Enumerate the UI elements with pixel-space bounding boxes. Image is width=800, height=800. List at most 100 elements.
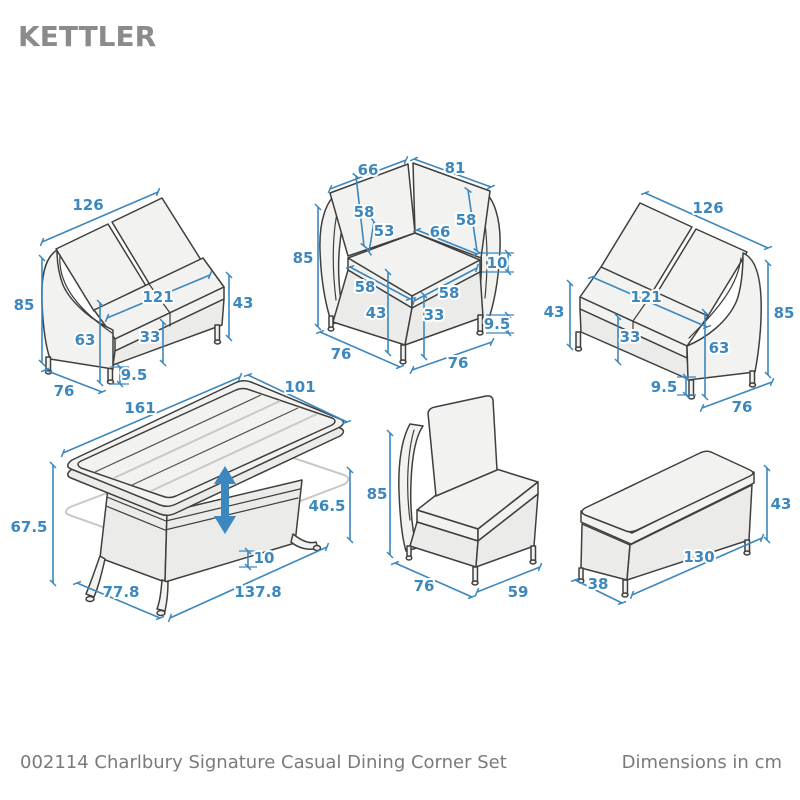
dimension-label: 58 <box>355 278 376 296</box>
height-adjust-arrow-icon <box>214 466 236 534</box>
dimension-label: 9.5 <box>651 378 678 396</box>
dimension-label: 66 <box>358 161 379 179</box>
dimension-label: 9.5 <box>484 315 511 333</box>
leg <box>688 379 695 397</box>
dimension-label: 58 <box>456 211 477 229</box>
dimension-label: 130 <box>683 548 714 566</box>
foot <box>621 592 629 598</box>
bench-drawing: 43 130 38 <box>570 450 793 606</box>
leg <box>622 579 629 595</box>
dimension-line <box>629 533 765 600</box>
leg <box>530 545 537 562</box>
dimension-line <box>464 186 481 255</box>
dimension-label: 38 <box>588 575 609 593</box>
caption-bar: 002114 Charlbury Signature Casual Dining… <box>0 752 800 773</box>
dimension-label: 101 <box>284 378 315 396</box>
dimension-line <box>640 190 773 251</box>
dimension-label: 126 <box>72 196 103 214</box>
leg <box>477 314 484 333</box>
dimension-label: 126 <box>692 199 723 217</box>
dimension-label: 121 <box>630 288 661 306</box>
left-sofa-drawing: 126 85 121 43 63 33 9.5 76 <box>12 187 255 402</box>
dimension-line <box>243 372 352 425</box>
foot <box>574 346 583 352</box>
dimension-label: 85 <box>293 249 314 267</box>
foot <box>399 359 407 365</box>
foot <box>405 555 413 561</box>
dimension-label: 63 <box>709 339 730 357</box>
foot <box>476 330 484 336</box>
dimension-label: 53 <box>374 222 395 240</box>
dimension-label: 85 <box>367 485 388 503</box>
dimension-label: 66 <box>430 223 451 241</box>
dimension-line <box>570 577 627 606</box>
table-drawing: 161 101 67.5 46.5 10 77.8 137.8 <box>8 372 354 623</box>
dimension-label: 59 <box>508 583 529 601</box>
wing-curve <box>407 429 415 521</box>
leg <box>472 566 479 583</box>
foot <box>748 382 757 388</box>
dimension-line <box>365 218 378 256</box>
dimension-line <box>315 329 405 370</box>
dimension-label: 33 <box>620 328 641 346</box>
dimension-line <box>167 542 330 623</box>
dimension-label: 43 <box>233 294 254 312</box>
dimension-label: 76 <box>414 577 435 595</box>
right-sofa-drawing: 126 43 121 33 63 9.5 85 76 <box>542 190 796 418</box>
dimension-line <box>409 337 495 375</box>
dimension-label: 10 <box>487 254 508 272</box>
armless-chair-drawing: 85 76 59 <box>365 395 543 603</box>
dimension-line <box>72 580 165 621</box>
dimension-label: 85 <box>774 304 795 322</box>
dimension-line <box>390 560 477 600</box>
dimension-label: 85 <box>14 296 35 314</box>
dimension-label: 77.8 <box>102 583 139 601</box>
dimension-label: 9.5 <box>121 366 148 384</box>
dimension-label: 76 <box>448 354 469 372</box>
dimension-line <box>345 265 415 301</box>
leg <box>156 579 169 612</box>
dimension-label: 121 <box>142 288 173 306</box>
dimension-label: 63 <box>75 331 96 349</box>
dimension-line <box>60 372 243 458</box>
leg <box>45 356 52 372</box>
dimension-label: 76 <box>54 382 75 400</box>
dimension-label: 67.5 <box>10 518 47 536</box>
foot <box>743 550 751 556</box>
foot <box>327 326 335 332</box>
dimension-line <box>409 156 496 190</box>
leg <box>749 370 756 385</box>
base-weave-line <box>105 497 299 531</box>
dimension-line <box>104 270 213 323</box>
leg <box>578 567 584 581</box>
dimension-label: 161 <box>124 399 155 417</box>
corner-chair-drawing: 66 81 58 53 66 58 85 10 58 58 43 33 <box>291 155 514 375</box>
dimension-label: 58 <box>354 203 375 221</box>
leg <box>575 331 582 349</box>
foot <box>213 339 222 345</box>
back-cushion <box>427 395 498 497</box>
units-note: Dimensions in cm <box>621 752 782 773</box>
dimension-label: 58 <box>439 284 460 302</box>
foot <box>156 609 166 617</box>
product-title: 002114 Charlbury Signature Casual Dining… <box>20 752 507 773</box>
dimension-label: 43 <box>771 495 792 513</box>
dimension-label: 43 <box>366 304 387 322</box>
dimension-label: 10 <box>254 549 275 567</box>
dimension-label: 46.5 <box>308 497 345 515</box>
dimension-line <box>474 562 543 597</box>
dimension-line <box>327 155 409 194</box>
base-weave-line <box>106 488 301 522</box>
dimension-line <box>39 187 161 247</box>
leg <box>328 315 334 329</box>
leg <box>214 324 221 342</box>
bench-cushion <box>581 450 754 533</box>
kettler-logo: KETTLER <box>18 20 157 53</box>
dimension-label: 76 <box>331 345 352 363</box>
foot <box>85 595 95 603</box>
cushion-side <box>580 471 755 545</box>
dimension-line <box>587 274 712 330</box>
foot <box>471 580 479 586</box>
